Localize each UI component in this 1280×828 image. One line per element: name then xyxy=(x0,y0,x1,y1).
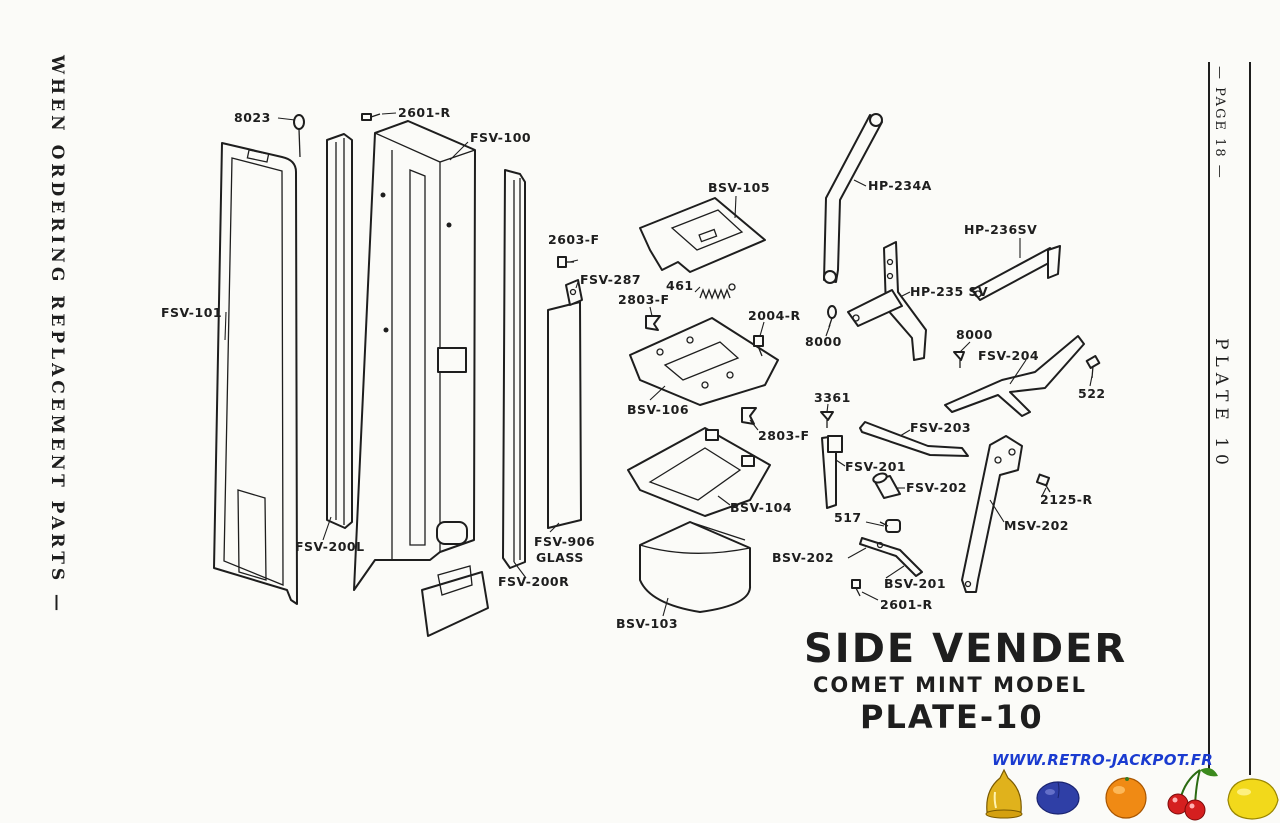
title-side-vender: SIDE VENDER xyxy=(804,626,1127,672)
part-bsv-105 xyxy=(639,197,766,273)
part-hp-236sv xyxy=(971,245,1061,301)
label-2803-f-bottom: 2803-F xyxy=(758,428,810,443)
label-fsv-287: FSV-287 xyxy=(580,272,641,287)
part-2601-r-top xyxy=(361,113,381,121)
label-glass: GLASS xyxy=(536,550,584,565)
part-2601-r-bottom xyxy=(851,579,861,597)
label-fsv-201: FSV-201 xyxy=(845,459,906,474)
lemon-icon xyxy=(1227,778,1279,820)
part-bsv-103 xyxy=(639,521,752,613)
label-fsv-202: FSV-202 xyxy=(906,480,967,495)
label-hp-234a: HP-234A xyxy=(868,178,932,193)
label-2125-r: 2125-R xyxy=(1040,492,1093,507)
label-2603-f: 2603-F xyxy=(548,232,600,247)
part-bsv-104 xyxy=(627,427,771,517)
part-2803-f-top xyxy=(645,315,661,331)
part-fsv-101 xyxy=(213,142,298,605)
title-plate-10: PLATE-10 xyxy=(860,698,1044,736)
leader-lines xyxy=(224,112,1093,617)
part-522 xyxy=(1085,355,1101,379)
label-fsv-200r: FSV-200R xyxy=(498,574,569,589)
part-2125-r xyxy=(1035,473,1051,493)
label-8000-left: 8000 xyxy=(805,334,842,349)
label-8000-right: 8000 xyxy=(956,327,993,342)
bell-icon xyxy=(985,768,1023,819)
label-fsv-100: FSV-100 xyxy=(470,130,531,145)
label-bsv-103: BSV-103 xyxy=(616,616,678,631)
part-fsv-204 xyxy=(944,335,1085,417)
label-bsv-106: BSV-106 xyxy=(627,402,689,417)
page-number: — PAGE 18 — xyxy=(1212,66,1227,180)
label-461: 461 xyxy=(666,278,694,293)
label-bsv-202: BSV-202 xyxy=(772,550,834,565)
part-8023 xyxy=(293,114,305,158)
part-fsv-201 xyxy=(821,435,843,509)
part-fsv-906-glass xyxy=(547,301,582,529)
part-2004-r xyxy=(753,335,764,357)
label-2601-r-bottom: 2601-R xyxy=(880,597,933,612)
plum-icon xyxy=(1036,781,1080,815)
label-517: 517 xyxy=(834,510,862,525)
label-2803-f-top: 2803-F xyxy=(618,292,670,307)
title-comet-mint-model: COMET MINT MODEL xyxy=(813,673,1087,697)
label-fsv-203: FSV-203 xyxy=(910,420,971,435)
part-hp-235sv xyxy=(847,241,927,361)
part-517 xyxy=(879,519,901,533)
plate-number-side: PLATE 10 xyxy=(1211,338,1231,471)
part-fsv-100 xyxy=(353,120,489,637)
part-hp-234a xyxy=(823,113,883,284)
orange-icon xyxy=(1105,777,1147,819)
part-2803-f-bottom xyxy=(741,407,757,425)
label-2601-r-top: 2601-R xyxy=(398,105,451,120)
label-fsv-200l: FSV-200L xyxy=(295,539,365,554)
part-fsv-287 xyxy=(565,279,583,306)
part-labels: 8023 2601-R FSV-100 FSV-101 FSV-200L FSV… xyxy=(161,105,1106,631)
label-8023: 8023 xyxy=(234,110,271,125)
part-8000-right xyxy=(953,351,965,368)
part-3361 xyxy=(820,411,834,428)
label-2004-r: 2004-R xyxy=(748,308,801,323)
label-bsv-104: BSV-104 xyxy=(730,500,792,515)
part-fsv-203 xyxy=(859,421,969,457)
label-bsv-105: BSV-105 xyxy=(708,180,770,195)
part-bsv-106 xyxy=(629,317,779,406)
label-fsv-906: FSV-906 xyxy=(534,534,595,549)
watermark-url: WWW.RETRO-JACKPOT.FR xyxy=(992,751,1213,769)
label-fsv-204: FSV-204 xyxy=(978,348,1039,363)
label-bsv-201: BSV-201 xyxy=(884,576,946,591)
label-522: 522 xyxy=(1078,386,1106,401)
cherries-icon xyxy=(1167,768,1218,821)
part-fsv-200l xyxy=(326,133,353,529)
part-8000-left xyxy=(827,305,837,328)
ordering-note: WHEN ORDERING REPLACEMENT PARTS — xyxy=(47,54,67,615)
label-hp-235sv: HP-235 SV xyxy=(910,284,988,299)
label-fsv-101: FSV-101 xyxy=(161,305,222,320)
label-3361: 3361 xyxy=(814,390,851,405)
part-bsv-202 xyxy=(859,537,923,577)
part-fsv-200r xyxy=(502,169,526,569)
label-msv-202: MSV-202 xyxy=(1004,518,1069,533)
part-fsv-202 xyxy=(872,472,901,499)
label-hp-236sv: HP-236SV xyxy=(964,222,1037,237)
part-461-spring xyxy=(699,283,736,300)
part-msv-202 xyxy=(961,435,1023,593)
